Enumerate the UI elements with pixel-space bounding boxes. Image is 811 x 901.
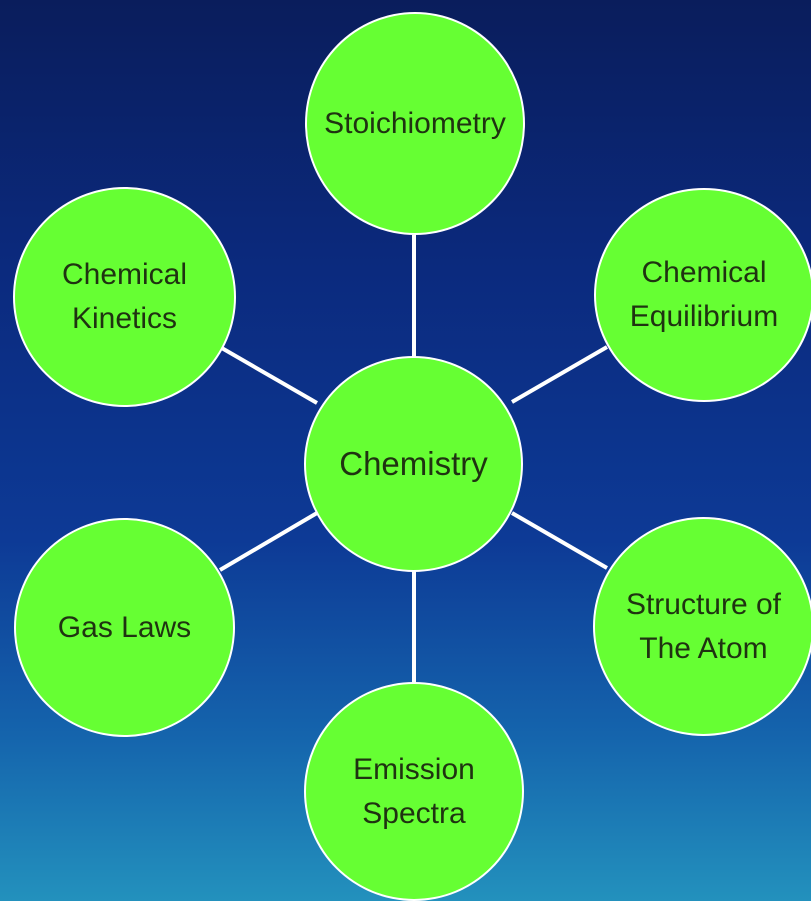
node-label: Chemical Equilibrium — [629, 256, 779, 333]
node-stoichiometry: Stoichiometry — [305, 12, 525, 235]
node-gas-laws: Gas Laws — [14, 518, 235, 737]
connector-upper-left — [219, 345, 318, 405]
node-chemical-equilibrium: Chemical Equilibrium — [594, 188, 811, 402]
connector-upper-right — [510, 345, 609, 404]
connector-lower-left — [218, 511, 319, 572]
node-chemical-kinetics: Chemical Kinetics — [13, 187, 236, 407]
node-label: Emission Spectra — [353, 752, 475, 830]
node-structure-of-the-atom: Structure of The Atom — [593, 517, 811, 736]
node-label: Stoichiometry — [324, 106, 506, 140]
center-label: Chemistry — [339, 445, 488, 482]
node-chemistry-center: Chemistry — [304, 356, 523, 572]
node-label: Chemical Kinetics — [61, 258, 188, 335]
node-label: Structure of The Atom — [625, 587, 782, 665]
node-label: Gas Laws — [57, 610, 192, 644]
node-emission-spectra: Emission Spectra — [304, 682, 524, 901]
connector-lower-right — [510, 511, 609, 570]
